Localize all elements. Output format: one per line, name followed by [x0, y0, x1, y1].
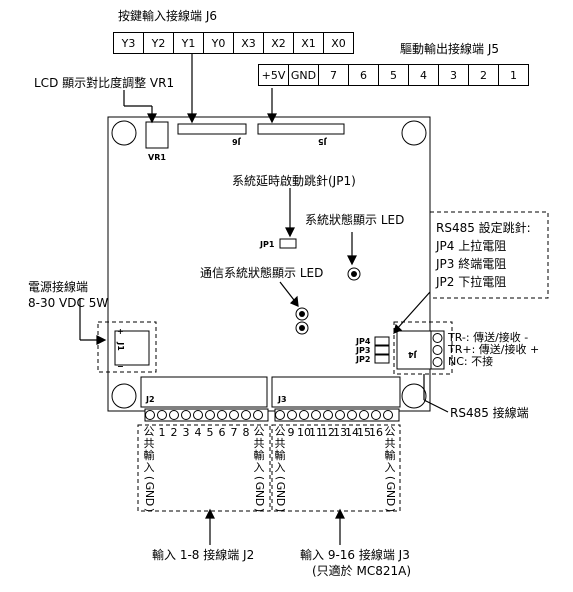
j2-number: 3: [182, 426, 190, 439]
j3-silk: J3: [278, 395, 287, 404]
j3-number: 12: [321, 426, 335, 439]
j5-pin: 6: [348, 64, 379, 86]
lcd-label: LCD 顯示對比度調整 VR1: [34, 76, 175, 90]
j6-header: [177, 123, 247, 135]
j6-pin: Y3: [113, 32, 144, 54]
j1-silk: J1: [115, 342, 125, 351]
jp3-silk: JP3: [356, 346, 371, 355]
j3-bottom-note: (只適於 MC821A): [312, 564, 412, 578]
mount-hole-tr: [401, 120, 427, 146]
system-led-label: 系統狀態顯示 LED: [305, 213, 405, 227]
j3-number: 15: [357, 426, 371, 439]
j6-pin: X1: [293, 32, 324, 54]
j5-title: 驅動輸出接線端 J5: [400, 42, 499, 56]
j3-number: 13: [333, 426, 347, 439]
j6-pin: Y2: [143, 32, 174, 54]
j2-number: 4: [194, 426, 202, 439]
j3-number: 9: [287, 426, 295, 439]
j2-number: 5: [206, 426, 214, 439]
j6-pin: Y0: [203, 32, 234, 54]
j3-number: 10: [297, 426, 311, 439]
j5-pin: 3: [438, 64, 469, 86]
rs485-jp2-desc: JP2 下拉電阻: [436, 275, 507, 289]
j6-pin: X0: [323, 32, 354, 54]
j5-pin: 4: [408, 64, 439, 86]
jp1-silk: JP1: [260, 240, 275, 249]
j3-connector: [271, 376, 401, 408]
j5-pin: 2: [468, 64, 499, 86]
jp1-jumper: [279, 238, 297, 249]
j2-number: 1: [158, 426, 166, 439]
rs485-pin: TR-: 傳送/接收 -: [448, 331, 529, 344]
j1-connector: [114, 330, 150, 366]
jp2-jumper: [374, 354, 390, 364]
j5-header: [257, 123, 345, 135]
j1-plus: +: [117, 327, 124, 336]
j5-pin: 1: [498, 64, 529, 86]
rs485-setting-dashed-box: [429, 211, 549, 299]
power-dashed-box: [97, 321, 157, 373]
j2-number: 2: [170, 426, 178, 439]
vr1-component: [145, 121, 169, 149]
comm-led-label: 通信系統狀態顯示 LED: [200, 266, 324, 280]
rs485-setting-title: RS485 設定跳針:: [436, 221, 531, 235]
power-voltage-label: 8-30 VDC 5W: [28, 296, 109, 310]
rs485-terminal-label: RS485 接線端: [450, 406, 529, 420]
j3-dashed-box: [271, 424, 401, 512]
jp3-jumper: [374, 345, 390, 355]
rs485-pin: NC: 不接: [448, 355, 494, 368]
rs485-pin: TR+: 傳送/接收 +: [448, 343, 540, 356]
mount-hole-br: [401, 383, 427, 409]
jp4-jumper: [374, 336, 390, 346]
j3-number: 11: [309, 426, 323, 439]
vr1-silk: VR1: [148, 153, 166, 162]
rs485-dashed-box: [393, 321, 453, 375]
comm-led-1-core: [299, 311, 305, 317]
system-led-core: [351, 271, 357, 277]
mount-hole-bl: [111, 383, 137, 409]
j6-pin: X3: [233, 32, 264, 54]
j4-silk: J4: [408, 350, 417, 359]
j3-number: 14: [345, 426, 359, 439]
j6-silk: J6: [232, 137, 241, 146]
j1-minus: −: [117, 362, 124, 371]
jp2-silk: JP2: [356, 355, 371, 364]
j6-pin: X2: [263, 32, 294, 54]
j2-bottom-label: 輸入 1-8 接線端 J2: [152, 548, 255, 562]
j3-number: 16: [369, 426, 383, 439]
j3-terminals: [274, 408, 400, 422]
power-label: 電源接線端: [28, 280, 89, 294]
j2-number: 7: [230, 426, 238, 439]
rs485-jp4-desc: JP4 上拉電阻: [436, 239, 507, 253]
j2-number: 8: [242, 426, 250, 439]
j6-pin: Y1: [173, 32, 204, 54]
rs485-jp3-desc: JP3 終端電阻: [436, 257, 507, 271]
j5-pin: +5V: [258, 64, 289, 86]
j2-connector: [140, 376, 268, 408]
j5-pin: 7: [318, 64, 349, 86]
j2-number: 6: [218, 426, 226, 439]
jp1-label: 系統延時啟動跳針(JP1): [232, 174, 356, 188]
j5-pin: GND: [288, 64, 319, 86]
j2-terminals: [144, 408, 269, 422]
j2-dashed-box: [137, 424, 271, 512]
j5-pin: 5: [378, 64, 409, 86]
j2-silk: J2: [146, 395, 155, 404]
mount-hole-tl: [111, 120, 137, 146]
comm-led-2-core: [299, 325, 305, 331]
jp4-silk: JP4: [356, 337, 371, 346]
j3-bottom-label: 輸入 9-16 接線端 J3: [300, 548, 410, 562]
j6-title: 按鍵輸入接線端 J6: [118, 9, 217, 23]
j5-silk: J5: [318, 137, 327, 146]
